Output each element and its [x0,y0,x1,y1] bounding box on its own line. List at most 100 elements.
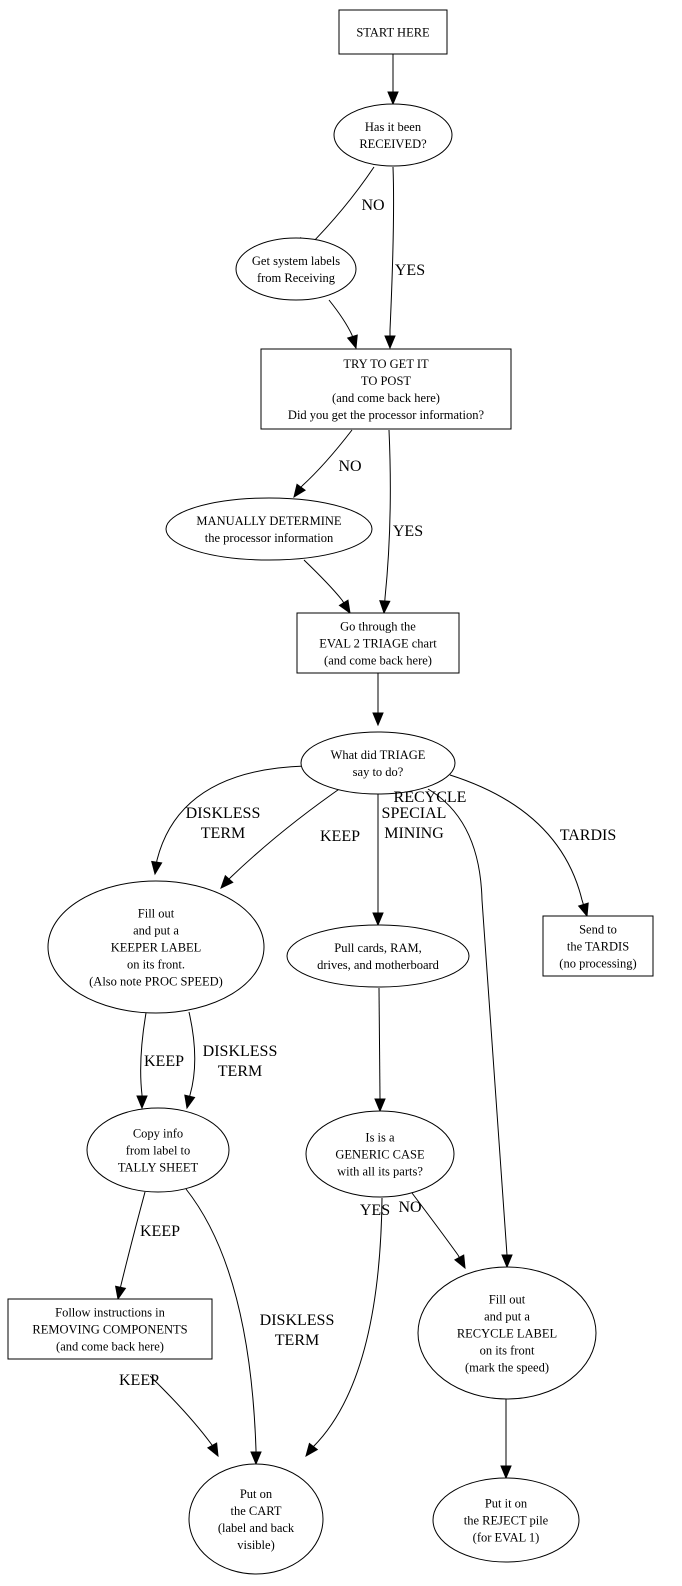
node-ellipse [417,1266,597,1400]
edge-generic-to-recycle [411,1192,466,1270]
node-text-line: Has it been [365,120,422,134]
node-text-line: visible) [237,1538,275,1552]
edge-label: TERM [201,825,245,842]
node-get-labels: Get system labels from Receiving [235,237,357,301]
edge-line [149,1375,213,1446]
arrowhead-icon [305,1442,319,1458]
arrowhead-icon [136,1095,148,1110]
node-ellipse [305,1110,455,1198]
node-start: START HERE [338,9,448,55]
node-ellipse [188,1463,324,1575]
edge-line [449,774,583,901]
edge-line [389,166,395,331]
arrowhead-icon [384,335,396,350]
edge-label: DISKLESS [260,1312,335,1329]
node-ellipse [235,237,357,301]
edge-post-to-manual [293,429,353,499]
edge-label: TARDIS [560,827,617,844]
node-text-line: the TARDIS [567,940,629,954]
arrowhead-icon [577,902,589,918]
node-text-line: RECEIVED? [359,137,427,151]
edge-line [156,765,306,861]
node-text-line: from Receiving [257,271,336,285]
node-text-line: TO POST [361,374,411,388]
node-text-line: Did you get the processor information? [288,408,485,422]
edge-label: NO [398,1199,421,1216]
arrowhead-icon [500,1465,512,1480]
edge-label: YES [360,1202,390,1219]
arrowhead-icon [379,600,391,615]
edge-label: TERM [218,1063,262,1080]
node-text-line: (and come back here) [56,1340,164,1354]
node-text-line: REMOVING COMPONENTS [32,1323,187,1337]
edge-triage-q-to-pull [372,794,384,927]
edge-keeper-to-tally [184,1011,196,1110]
edge-tally-to-cart [185,1188,262,1466]
node-text-line: Fill out [489,1293,526,1307]
node-ellipse [333,103,453,167]
arrowhead-icon [220,874,234,889]
edge-start-to-received [387,54,399,106]
edge-line [427,788,508,1256]
node-text-line: Copy info [133,1127,183,1141]
arrowhead-icon [206,1442,219,1458]
edge-get-labels-to-post [328,299,358,350]
node-text-line: with all its parts? [337,1165,423,1179]
edge-label: KEEP [140,1223,180,1240]
node-text-line: Follow instructions in [55,1306,165,1320]
node-box [542,915,654,977]
node-post: TRY TO GET IT TO POST (and come back here)… [260,348,512,430]
edge-keeper-to-tally [136,1012,148,1110]
node-text-line: (and come back here) [332,391,440,405]
node-text-line: (no processing) [559,957,636,971]
node-text-line: (mark the speed) [465,1361,549,1375]
node-box [338,9,448,55]
arrowhead-icon [184,1094,196,1110]
edge-line [328,299,353,336]
edge-triage-q-to-keeper [151,765,306,876]
edge-triage-q-to-tardis [449,774,589,918]
node-text-line: Fill out [138,907,175,921]
arrowhead-icon [372,712,384,727]
node-text-line: TRY TO GET IT [343,357,429,371]
node-text-line: (label and back [218,1521,295,1535]
node-text-line: START HERE [356,26,430,40]
node-ellipse [300,731,456,795]
node-text-line: MANUALLY DETERMINE [196,514,342,528]
edge-label: MINING [384,825,444,842]
node-text-line: from label to [126,1144,191,1158]
node-text-line: on its front. [127,958,185,972]
node-text-line: on its front [480,1344,535,1358]
node-text-line: Get system labels [252,254,340,268]
edge-label: RECYCLE [394,789,467,806]
edge-label: KEEP [320,828,360,845]
node-text-line: RECYCLE LABEL [457,1327,557,1341]
node-removing: Follow instructions in REMOVING COMPONENT… [7,1298,213,1360]
node-text-line: Send to [579,923,617,937]
edge-recycle-to-reject [500,1399,512,1480]
arrowhead-icon [374,1098,386,1113]
edge-label: YES [393,523,423,540]
arrowhead-icon [501,1254,513,1269]
node-ellipse [86,1107,230,1193]
node-text-line: and put a [133,924,179,938]
edge-line [312,1197,383,1448]
node-box [296,612,460,674]
node-text-line: Is is a [365,1131,395,1145]
edge-pull-to-generic [374,987,386,1113]
edge-line [411,1192,459,1256]
node-text-line: GENERIC CASE [335,1148,425,1162]
node-ellipse [47,880,265,1014]
arrowhead-icon [346,334,358,350]
node-text-line: Put on [240,1487,273,1501]
node-text-line: the REJECT pile [464,1514,549,1528]
edge-received-to-post [384,166,396,350]
